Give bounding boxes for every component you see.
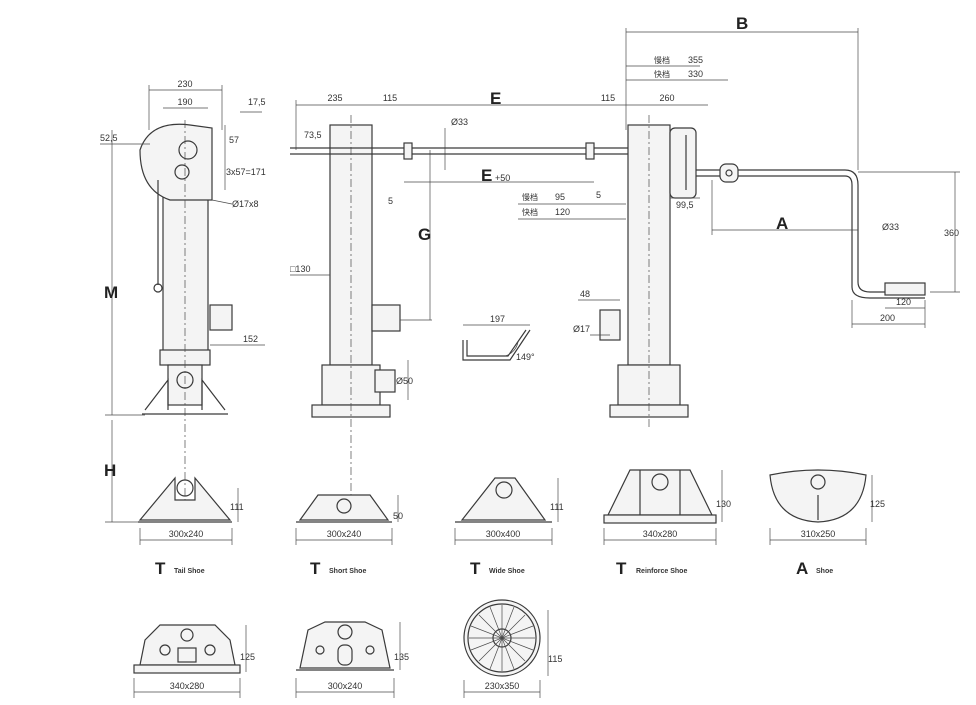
- dim-57: 57: [229, 135, 239, 145]
- shoe-reinforce-size: 340x280: [643, 529, 678, 539]
- shoe-a-height: 125: [870, 499, 885, 509]
- left-landing-leg: [139, 120, 233, 520]
- slow2-95: 95: [555, 192, 565, 202]
- right-leg-dimensions: B 慢档 355 快档 330 260 慢档 95 快档 120 5 99,5 …: [518, 14, 960, 336]
- dim-235: 235: [327, 93, 342, 103]
- shoe-a-letter: A: [796, 559, 808, 578]
- dim-3x57: 3x57=171: [226, 167, 266, 177]
- shoe-tail: 300x240 111 T Tail Shoe: [138, 476, 244, 578]
- bracket-detail: 197 149°: [462, 314, 535, 362]
- shoe-wide-letter: T: [470, 559, 481, 578]
- dim-17b: Ø17: [573, 324, 590, 334]
- shoe-tail-height: 111: [230, 502, 244, 512]
- shoe-bottom-1: 340x280 125: [133, 624, 255, 698]
- letter-a: A: [776, 214, 788, 233]
- dim-149: 149°: [516, 352, 535, 362]
- dim-48: 48: [580, 289, 590, 299]
- shoe-reinforce: 340x280 130 T Reinforce Shoe: [603, 469, 731, 578]
- shoe-reinforce-name: Reinforce Shoe: [636, 568, 687, 575]
- shoe-bottom-3-spokes: [469, 605, 535, 671]
- dim-17x8: Ø17x8: [232, 199, 259, 209]
- shoe-bottom-2: 300x240 135: [295, 621, 409, 698]
- dim-197: 197: [490, 314, 505, 324]
- dim-52-5: 52,5: [100, 133, 118, 143]
- shoe-bottom-3: 230x350 115: [463, 599, 562, 698]
- letter-e: E: [490, 89, 501, 108]
- shoe-short-size: 300x240: [327, 529, 362, 539]
- fast2-label: 快档: [522, 207, 538, 217]
- shoe-a-name: Shoe: [816, 568, 833, 575]
- letter-h: H: [104, 461, 116, 480]
- slow2-label: 慢档: [522, 192, 538, 202]
- middle-leg-dimensions: 235 115 115 E 73,5 Ø33 5 □130 Ø50 G E +5…: [290, 89, 626, 400]
- dim-99-5: 99,5: [676, 200, 694, 210]
- shoe-short: 300x240 50 T Short Shoe: [295, 494, 403, 578]
- dim-260: 260: [659, 93, 674, 103]
- shoe-bottom-2-size: 300x240: [328, 681, 363, 691]
- shoe-bottom-3-size: 230x350: [485, 681, 520, 691]
- shoe-bottom-3-height: 115: [548, 654, 562, 664]
- shoe-wide-size: 300x400: [486, 529, 521, 539]
- shoe-bottom-1-height: 125: [240, 652, 255, 662]
- shoe-tail-size: 300x240: [169, 529, 204, 539]
- dim-33b: Ø33: [882, 222, 899, 232]
- fast-label: 快档: [654, 69, 670, 79]
- dim-120: 120: [896, 297, 911, 307]
- dim-33a: Ø33: [451, 117, 468, 127]
- dim-360: 360: [944, 228, 959, 238]
- slow-355: 355: [688, 55, 703, 65]
- shoe-a-size: 310x250: [801, 529, 836, 539]
- shoe-reinforce-height: 130: [716, 499, 731, 509]
- dim-50dia: Ø50: [396, 376, 413, 386]
- shoe-bottom-2-height: 135: [394, 652, 409, 662]
- shoe-wide: 300x400 111 T Wide Shoe: [454, 477, 564, 578]
- dim-200: 200: [880, 313, 895, 323]
- fast-330: 330: [688, 69, 703, 79]
- crank-handle: [696, 163, 926, 299]
- letter-b: B: [736, 14, 748, 33]
- dim-73-5: 73,5: [304, 130, 322, 140]
- dim-230: 230: [177, 79, 192, 89]
- left-leg-dimensions: 230 190 17,5 52,5 57 3x57=171 Ø17x8 152 …: [100, 79, 266, 523]
- shoe-short-height: 50: [393, 511, 403, 521]
- shoe-short-name: Short Shoe: [329, 568, 366, 575]
- dim-115b: 115: [601, 93, 615, 103]
- right-landing-leg: [599, 115, 697, 430]
- shoe-tail-letter: T: [155, 559, 166, 578]
- dim-5b: 5: [596, 190, 601, 200]
- shoe-short-letter: T: [310, 559, 321, 578]
- letter-g: G: [418, 225, 431, 244]
- shoe-wide-height: 111: [550, 502, 564, 512]
- shoe-a: 310x250 125 A Shoe: [769, 469, 885, 578]
- cross-shaft: [290, 142, 628, 160]
- dim-115a: 115: [383, 93, 397, 103]
- letter-m: M: [104, 283, 118, 302]
- dim-130sq: □130: [290, 264, 310, 274]
- shoe-wide-name: Wide Shoe: [489, 568, 525, 575]
- e-plus-suffix: +50: [495, 173, 510, 183]
- shoe-tail-name: Tail Shoe: [174, 568, 205, 575]
- dim-5a: 5: [388, 196, 393, 206]
- slow-label: 慢档: [654, 55, 670, 65]
- dim-17-5: 17,5: [248, 97, 266, 107]
- dim-152: 152: [243, 334, 258, 344]
- dim-190: 190: [177, 97, 192, 107]
- middle-landing-leg: [311, 115, 401, 520]
- shoe-bottom-1-size: 340x280: [170, 681, 205, 691]
- fast2-120: 120: [555, 207, 570, 217]
- letter-e-plus: E: [481, 166, 492, 185]
- shoe-reinforce-letter: T: [616, 559, 627, 578]
